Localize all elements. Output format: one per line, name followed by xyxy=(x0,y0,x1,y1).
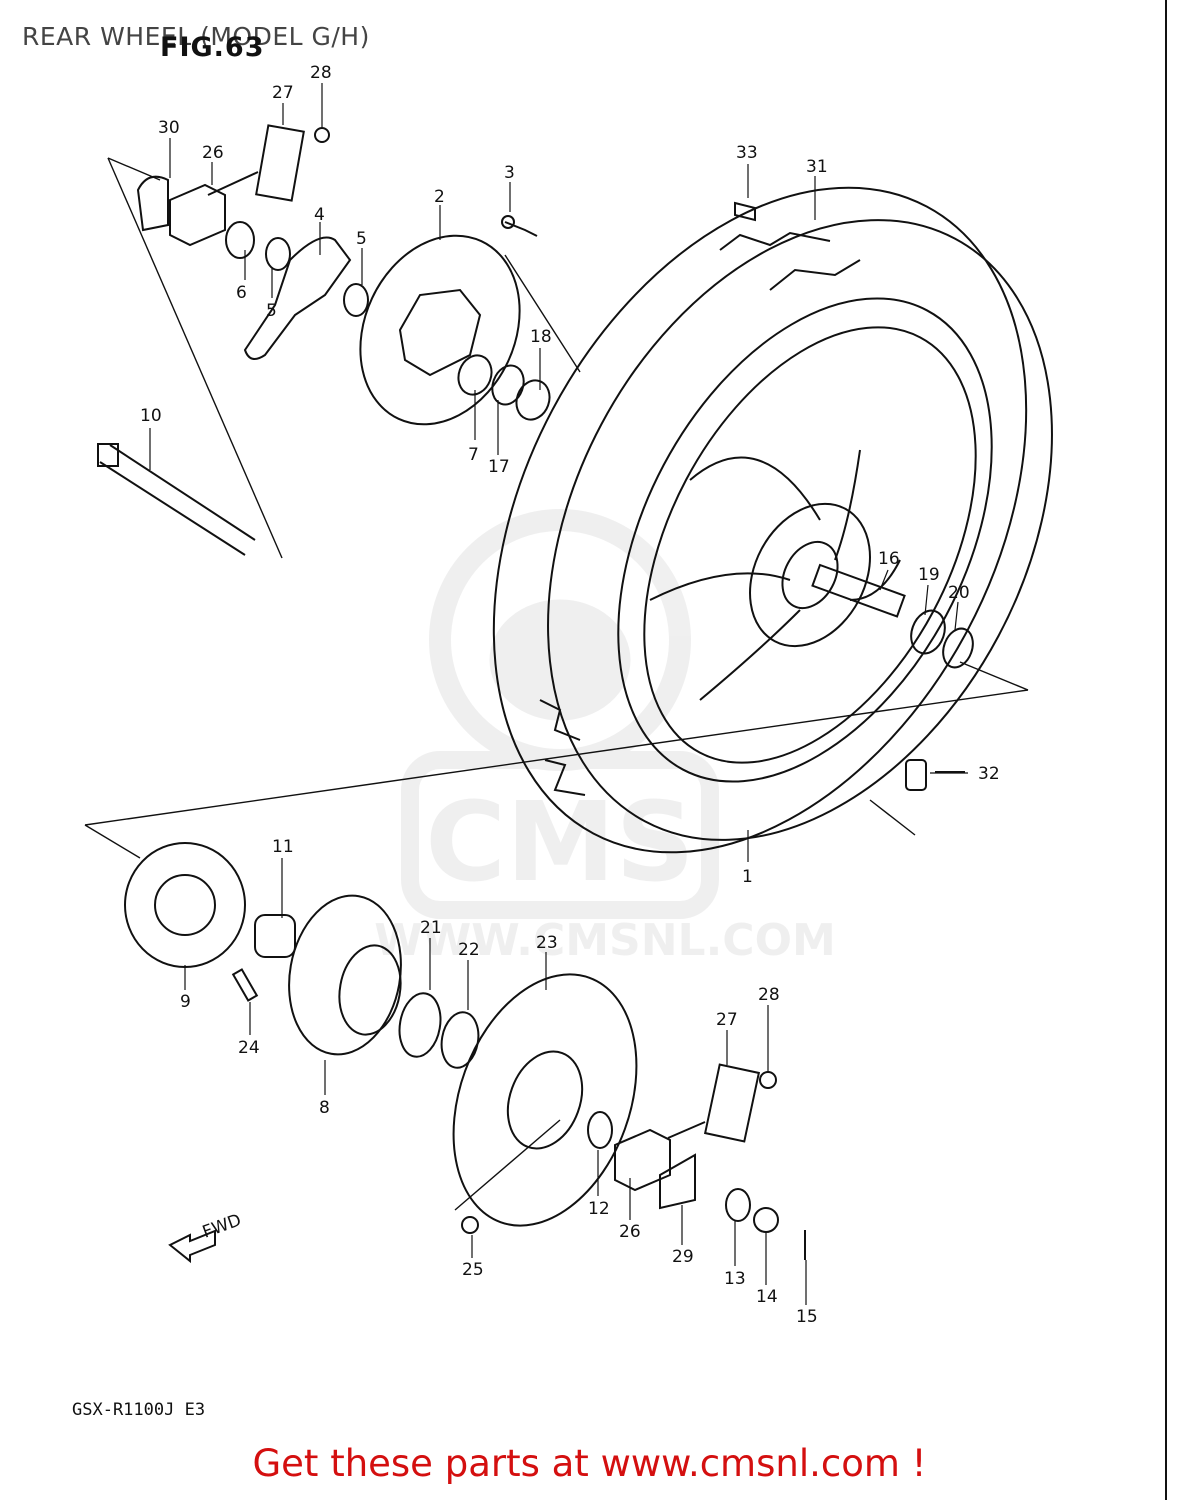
callout-5b: 5 xyxy=(266,301,277,321)
callout-26b: 26 xyxy=(619,1222,641,1242)
figure-number: FIG.63 xyxy=(160,32,265,63)
callout-28: 28 xyxy=(310,63,332,83)
exploded-parts-diagram: CMS WWW.CMSNL.COM xyxy=(84,63,1053,1327)
callout-17: 17 xyxy=(488,457,510,477)
watermark-url-text: WWW.CMSNL.COM xyxy=(374,915,836,966)
callout-2: 2 xyxy=(434,187,445,207)
callout-3: 3 xyxy=(504,163,515,183)
right-edge-border xyxy=(1165,0,1179,1500)
callout-18: 18 xyxy=(530,327,552,347)
callout-21: 21 xyxy=(420,918,442,938)
callout-4: 4 xyxy=(314,205,325,225)
callout-7: 7 xyxy=(468,445,479,465)
callout-27b: 27 xyxy=(716,1010,738,1030)
callout-1: 1 xyxy=(742,867,753,887)
callout-28b: 28 xyxy=(758,985,780,1005)
callout-labels: 1 2 3 4 5 5 6 7 8 9 10 11 12 13 14 15 16… xyxy=(140,63,1000,1327)
watermark-logo-text: CMS xyxy=(425,778,694,906)
callout-8: 8 xyxy=(319,1098,330,1118)
fwd-arrow-label: FWD xyxy=(200,1210,244,1242)
promo-banner-link[interactable]: Get these parts at www.cmsnl.com ! xyxy=(252,1442,927,1485)
watermark-logo: CMS WWW.CMSNL.COM xyxy=(374,509,836,966)
callout-9: 9 xyxy=(180,992,191,1012)
callout-16: 16 xyxy=(878,549,900,569)
exploded-frame-lines xyxy=(84,157,1029,1211)
callout-leader-lines xyxy=(149,83,968,1305)
callout-6: 6 xyxy=(236,283,247,303)
callout-22: 22 xyxy=(458,940,480,960)
page-title: REAR WHEEL (MODEL G/H) xyxy=(22,22,370,51)
callout-33: 33 xyxy=(736,143,758,163)
callout-26: 26 xyxy=(202,143,224,163)
callout-14: 14 xyxy=(756,1287,778,1307)
callout-30: 30 xyxy=(158,118,180,138)
callout-12: 12 xyxy=(588,1199,610,1219)
callout-24: 24 xyxy=(238,1038,260,1058)
callout-10: 10 xyxy=(140,406,162,426)
callout-29: 29 xyxy=(672,1247,694,1267)
callout-19: 19 xyxy=(918,565,940,585)
brake-disc-group xyxy=(97,124,551,556)
callout-15: 15 xyxy=(796,1307,818,1327)
callout-27: 27 xyxy=(272,83,294,103)
callout-32: 32 xyxy=(978,764,1000,784)
callout-5: 5 xyxy=(356,229,367,249)
callout-20: 20 xyxy=(948,583,970,603)
callout-25: 25 xyxy=(462,1260,484,1280)
rear-wheel-assembly xyxy=(492,186,1053,854)
model-code: GSX-R1100J E3 xyxy=(72,1400,206,1420)
callout-11: 11 xyxy=(272,837,294,857)
callout-23: 23 xyxy=(536,933,558,953)
callout-13: 13 xyxy=(724,1269,746,1289)
callout-31: 31 xyxy=(806,157,828,177)
